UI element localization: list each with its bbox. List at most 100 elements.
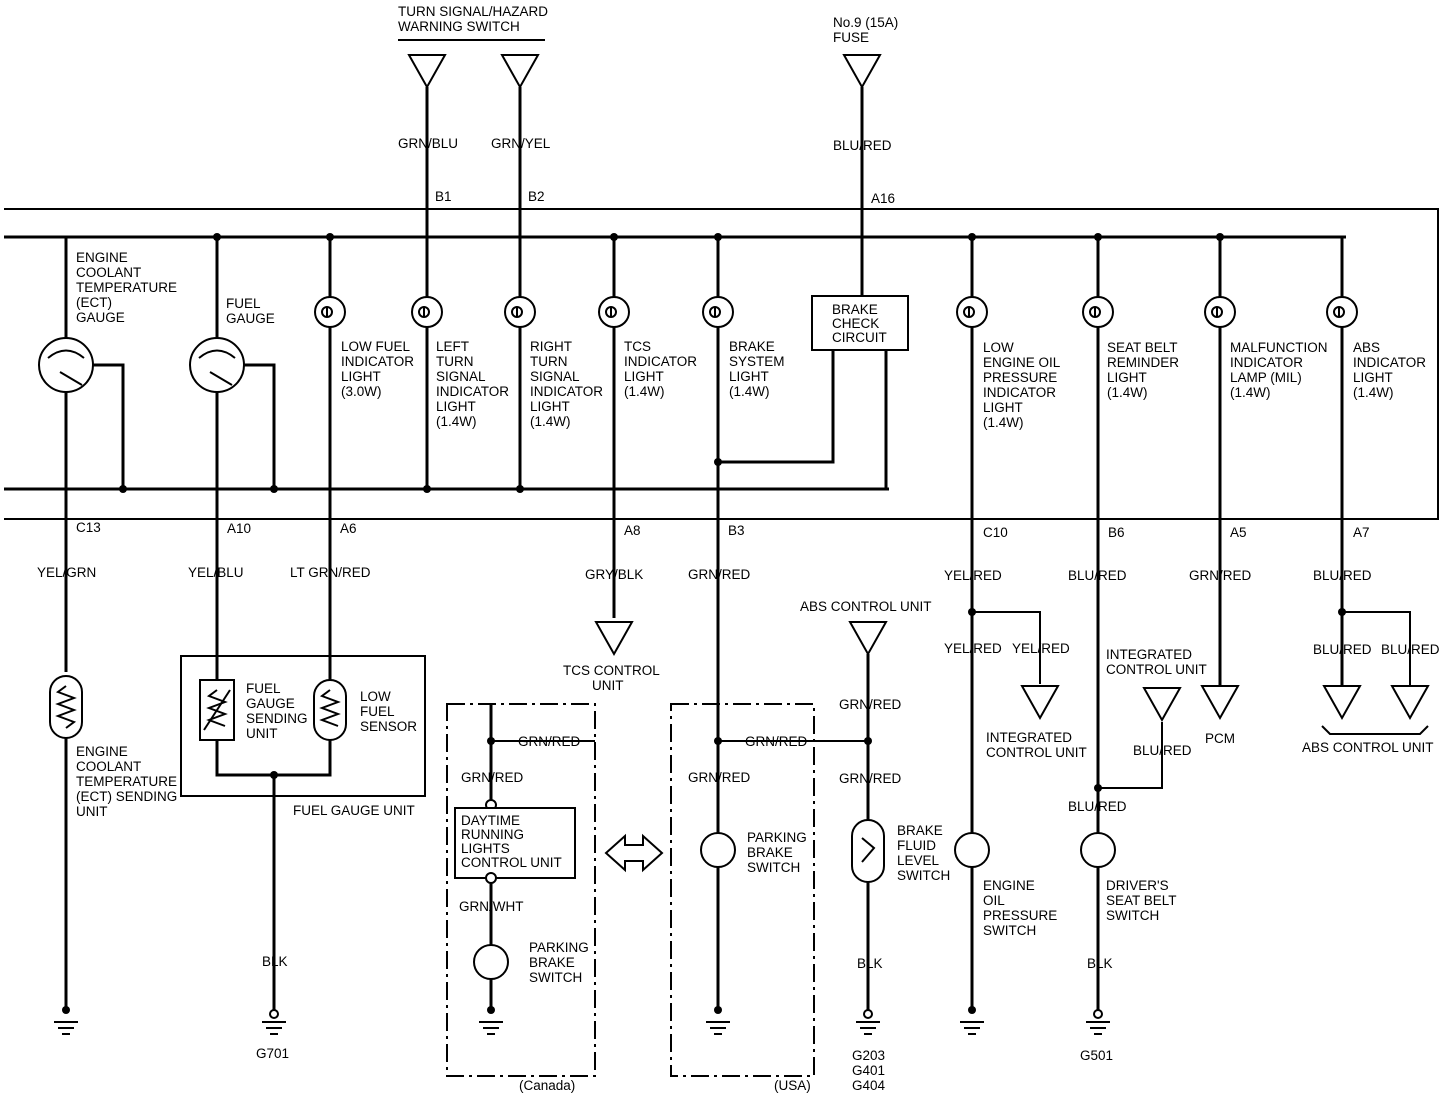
label-line: PRESSURE [983,908,1057,923]
seat-switch-icon [1080,832,1116,868]
label-line: FUEL [226,296,261,311]
label-line: TCS [624,339,651,354]
pin-label: A5 [1230,525,1247,540]
label-line: BRAKE [897,823,943,838]
icu-top-label-2: CONTROL UNIT [1106,662,1207,677]
wire-label: GRN/WHT [459,899,524,914]
brake-system-light [702,237,909,1012]
right-turn-light [504,296,536,328]
label-line: RIGHT [530,339,572,354]
label-line: MALFUNCTION [1230,340,1328,355]
label-line: LIGHT [1107,370,1147,385]
fuel-gauge-label: FUEL GAUGE [226,296,275,326]
label-line: TEMPERATURE [76,774,177,789]
low-fuel-light [314,237,346,680]
fuse-label-2: FUSE [833,30,869,45]
wire-label: GRN/RED [839,697,902,712]
fuel-gauge [189,237,276,680]
brake-fluid-label: BRAKE FLUID LEVEL SWITCH [897,823,950,883]
label-line: BRAKE [729,339,775,354]
label-line: LEFT [436,339,469,354]
label-line: (1.4W) [729,384,770,399]
label-line: INDICATOR [1353,355,1426,370]
drl-control-label: DAYTIME RUNNING LIGHTS CONTROL UNIT [461,813,562,870]
label-line: FLUID [897,838,936,853]
label-line: LAMP (MIL) [1230,370,1302,385]
label-line: GAUGE [76,310,125,325]
label-line: LIGHT [1353,370,1393,385]
label-line: SIGNAL [530,369,580,384]
label-line: GAUGE [226,311,275,326]
label-line: FUEL [246,681,281,696]
label-line: SEAT BELT [1106,893,1177,908]
wire-label: GRN/RED [688,567,751,582]
label-line: SWITCH [983,923,1036,938]
turn-signal-label-2: WARNING SWITCH [398,19,520,34]
wire-label: GRN/RED [518,734,581,749]
wire-label: BLU/RED [833,138,892,153]
canada-variant [446,703,596,1077]
ect-sending-label: ENGINE COOLANT TEMPERATURE (ECT) SENDING… [76,744,177,819]
label-line: CIRCUIT [832,330,887,345]
pcm-label: PCM [1205,731,1235,746]
label-line: BRAKE [747,845,793,860]
label-line: BRAKE [832,302,878,317]
brake-fluid-branch [849,621,887,1035]
label-line: ENGINE [76,250,128,265]
wire-label: BLU/RED [1313,642,1372,657]
label-line: DAYTIME [461,813,520,828]
left-turn-light [411,296,443,328]
double-arrow-icon [604,833,664,873]
wire-label: BLU/RED [1313,568,1372,583]
label-line: INDICATOR [1230,355,1303,370]
wire-label: YEL/GRN [37,565,96,580]
label-line: CHECK [832,316,879,331]
label-line: SYSTEM [729,354,785,369]
wire-label: GRN/RED [1189,568,1252,583]
label-line: SWITCH [529,970,582,985]
icu-bottom-label-2: CONTROL UNIT [986,745,1087,760]
label-line: OIL [983,893,1005,908]
fuel-gauge-unit-label: FUEL GAUGE UNIT [293,803,415,818]
seat-belt-light [1082,237,1182,1012]
label-line: REMINDER [1107,355,1179,370]
label-line: (1.4W) [1353,385,1394,400]
label-line: (3.0W) [341,384,382,399]
abs-control-top-label: ABS CONTROL UNIT [800,599,932,614]
label-line: (ECT) SENDING [76,789,177,804]
label-line: INDICATOR [436,384,509,399]
usa-label: (USA) [774,1078,811,1093]
label-line: (1.4W) [983,415,1024,430]
fuse-feed [843,54,881,297]
pin-label: A16 [871,191,895,206]
wire-label: GRN/RED [688,770,751,785]
label-line: SEAT BELT [1107,340,1178,355]
label-line: INDICATOR [341,354,414,369]
pin-label: A8 [624,523,641,538]
label-line: ABS [1353,340,1380,355]
wire-label: LT GRN/RED [290,565,371,580]
ect-gauge [38,237,125,672]
ground-label: G401 [852,1063,885,1078]
label-line: ENGINE OIL [983,355,1061,370]
label-line: LOW [360,689,391,704]
label-line: LIGHT [624,369,664,384]
pin-label: B1 [435,189,452,204]
parking-brake-can-label: PARKING BRAKE SWITCH [529,940,589,985]
wire-label: BLU/RED [1381,642,1440,657]
ground-label: G203 [852,1048,885,1063]
low-fuel-light-label: LOW FUEL INDICATOR LIGHT (3.0W) [341,339,414,399]
label-line: (1.4W) [1230,385,1271,400]
label-line: TURN [530,354,568,369]
label-line: UNIT [76,804,108,819]
label-line: LIGHT [530,399,570,414]
label-line: INDICATOR [530,384,603,399]
pin-label: A6 [340,521,357,536]
label-line: LIGHT [983,400,1023,415]
label-line: SENSOR [360,719,417,734]
wire-label: YEL/RED [1012,641,1070,656]
pin-label: B6 [1108,525,1125,540]
label-line: LIGHTS [461,841,510,856]
label-line: (1.4W) [530,414,571,429]
